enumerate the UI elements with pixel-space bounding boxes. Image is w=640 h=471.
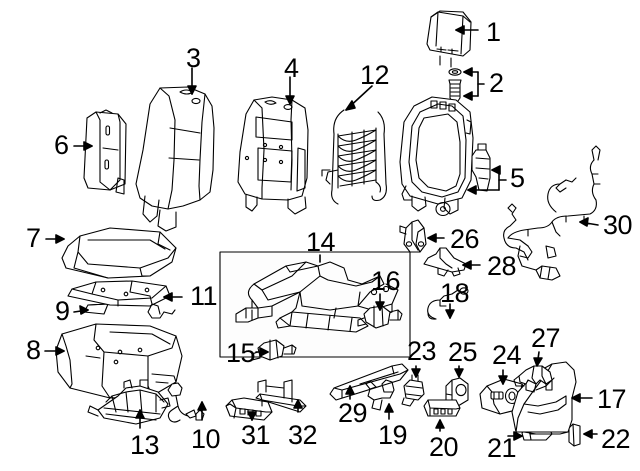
callout-label-5: 5 bbox=[510, 163, 525, 193]
callout-label-9: 9 bbox=[55, 296, 70, 326]
part-seat-cushion-cover bbox=[61, 227, 177, 279]
part-head-restraint-guide bbox=[448, 68, 462, 102]
part-seat-back-pad bbox=[237, 96, 309, 215]
callout-label-20: 20 bbox=[429, 432, 459, 462]
callout-label-14: 14 bbox=[306, 227, 336, 257]
part-wiring-harness bbox=[503, 145, 601, 281]
callout-label-31: 31 bbox=[241, 420, 271, 450]
part-track-motor-rear bbox=[357, 305, 403, 329]
callout-label-18: 18 bbox=[440, 278, 470, 308]
callout-label-2: 2 bbox=[489, 68, 504, 98]
part-seat-back-cable bbox=[427, 287, 469, 320]
part-seat-back-cover bbox=[135, 86, 215, 232]
callout-arrows bbox=[44, 25, 599, 441]
part-seat-back-panel bbox=[83, 109, 127, 195]
callout-label-11: 11 bbox=[190, 281, 218, 311]
callout-label-30: 30 bbox=[603, 210, 633, 240]
part-cable-bracket bbox=[401, 374, 425, 407]
callout-label-16: 16 bbox=[371, 266, 401, 296]
callout-label-25: 25 bbox=[448, 337, 478, 367]
callout-label-10: 10 bbox=[191, 424, 221, 454]
part-retainer-clip-bracket bbox=[365, 379, 395, 411]
callout-label-17: 17 bbox=[597, 384, 627, 414]
callout-label-28: 28 bbox=[487, 251, 517, 281]
callout-label-22: 22 bbox=[601, 424, 631, 454]
callout-label-13: 13 bbox=[130, 430, 160, 460]
part-seat-back-frame bbox=[399, 96, 491, 217]
part-seat-back-spring-mat bbox=[321, 109, 387, 205]
callout-label-1: 1 bbox=[486, 17, 501, 47]
part-recliner-handle-bracket bbox=[399, 219, 427, 253]
part-lumbar-switch-housing bbox=[445, 377, 469, 407]
callout-label-24: 24 bbox=[492, 340, 522, 370]
part-trim-plug-cap bbox=[568, 423, 581, 447]
part-track-motor-front bbox=[251, 339, 297, 361]
callout-label-4: 4 bbox=[284, 53, 299, 83]
callout-label-21: 21 bbox=[487, 433, 517, 463]
part-switch-retainer-bracket bbox=[513, 365, 553, 393]
callout-label-12: 12 bbox=[360, 60, 390, 90]
part-memory-switch bbox=[423, 399, 461, 417]
part-wiring-pigtail bbox=[167, 382, 205, 423]
part-seat-cushion-pad bbox=[55, 323, 183, 399]
callout-label-8: 8 bbox=[26, 335, 41, 365]
part-head-restraint bbox=[426, 10, 472, 68]
callout-label-29: 29 bbox=[338, 398, 368, 428]
callout-label-15: 15 bbox=[226, 338, 256, 368]
callout-label-3: 3 bbox=[186, 43, 201, 73]
callout-label-27: 27 bbox=[531, 323, 561, 353]
part-seat-track-assembly bbox=[235, 261, 399, 333]
callout-label-7: 7 bbox=[26, 223, 41, 253]
part-cushion-frame-pan bbox=[87, 379, 171, 425]
callout-label-23: 23 bbox=[407, 336, 437, 366]
callout-label-19: 19 bbox=[378, 420, 408, 450]
callout-label-26: 26 bbox=[450, 224, 480, 254]
callout-label-32: 32 bbox=[288, 420, 318, 450]
callout-label-6: 6 bbox=[54, 130, 69, 160]
